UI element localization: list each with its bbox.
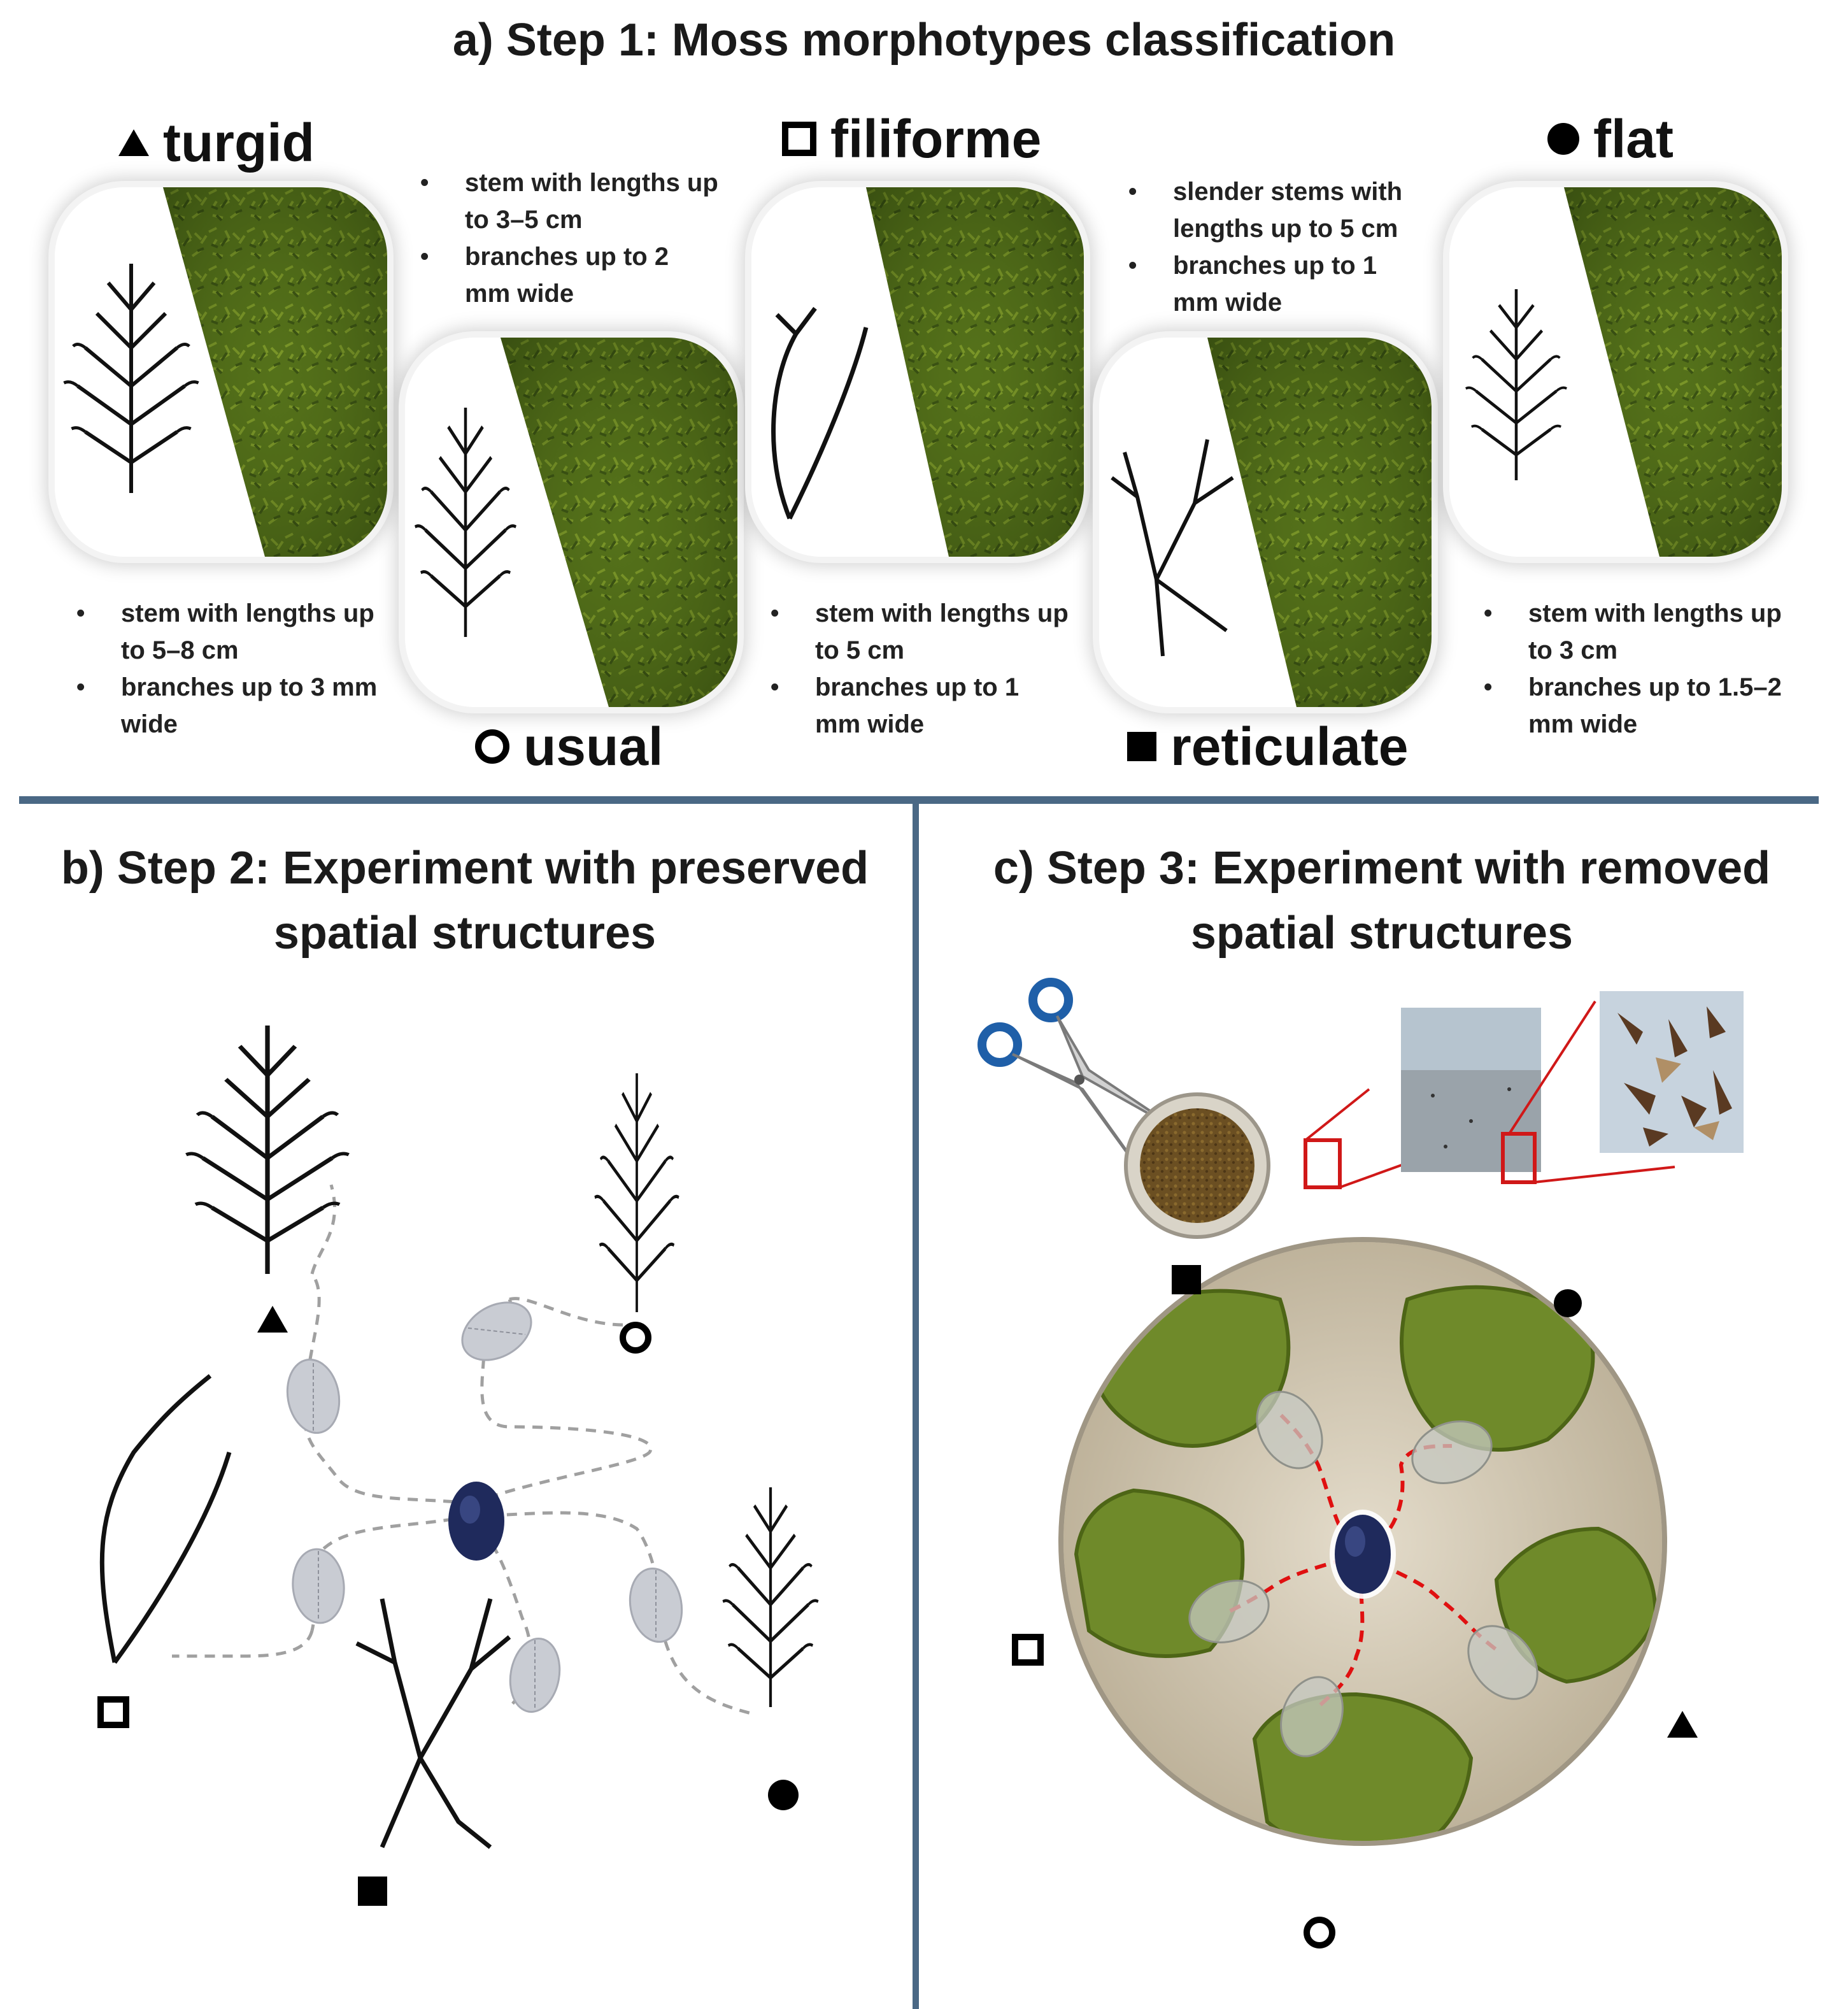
desc-line: stem with lengths up to 3 cm <box>1484 595 1783 669</box>
desc-line: branches up to 2 mm wide <box>420 238 720 312</box>
open-square-icon <box>97 1696 129 1728</box>
filled-circle-icon <box>768 1780 799 1810</box>
photo-card-turgid <box>55 187 387 557</box>
filled-square-icon <box>1172 1265 1201 1294</box>
label-turgid: turgid <box>118 116 315 169</box>
desc-filiforme: stem with lengths up to 5 cm branches up… <box>771 595 1070 743</box>
desc-usual: stem with lengths up to 3–5 cm branches … <box>420 164 720 312</box>
desc-flat: stem with lengths up to 3 cm branches up… <box>1484 595 1783 743</box>
petri-dish-icon <box>1124 1092 1342 1239</box>
panel-c-title-line1: c) Step 3: Experiment with removed <box>993 843 1771 894</box>
beetle-icon <box>1330 1510 1396 1599</box>
open-square-icon <box>1012 1634 1044 1666</box>
morphotype-name: filiforme <box>830 109 1042 169</box>
photo-card-filiforme <box>751 187 1084 557</box>
moss-sketch-usual <box>595 1073 679 1312</box>
beetle-icon <box>448 1482 504 1561</box>
panel-c-title-line2: spatial structures <box>1190 908 1574 959</box>
open-square-icon <box>782 122 816 156</box>
panel-b-title-line2: spatial structures <box>273 908 657 959</box>
filled-triangle-icon <box>1667 1711 1698 1738</box>
morphotype-name: turgid <box>163 113 315 173</box>
panel-c-diagram <box>977 978 1744 1948</box>
open-circle-icon <box>475 729 509 764</box>
label-usual: usual <box>475 720 663 773</box>
desc-line: branches up to 3 mm wide <box>76 669 382 743</box>
panel-b-diagram <box>97 994 904 1906</box>
moss-sketch-filiforme <box>99 1374 232 1664</box>
panel-b-title: b) Step 2: Experiment with preserved spa… <box>19 836 911 966</box>
filled-circle-icon <box>1554 1289 1582 1317</box>
panel-a-title: a) Step 1: Moss morphotypes classificati… <box>452 15 1396 66</box>
desc-line: stem with lengths up to 5–8 cm <box>76 595 382 669</box>
desc-line: branches up to 1 mm wide <box>1128 247 1428 321</box>
moss-sketch-turgid <box>186 1026 348 1274</box>
moss-patches <box>1074 1285 1658 1841</box>
filled-triangle-icon <box>257 1306 288 1333</box>
desc-line: stem with lengths up to 5 cm <box>771 595 1070 669</box>
filled-square-icon <box>1127 732 1156 761</box>
filled-triangle-icon <box>118 129 149 156</box>
label-filiforme: filiforme <box>782 112 1041 166</box>
desc-line: branches up to 1 mm wide <box>771 669 1070 743</box>
morphotype-name: reticulate <box>1170 717 1409 776</box>
photo-card-reticulate <box>1099 338 1432 707</box>
zoom-inset-1 <box>1401 1008 1541 1184</box>
photo-card-flat <box>1449 187 1782 557</box>
beetle-ghost-group <box>286 1301 683 1713</box>
zoom-inset-2 <box>1600 991 1744 1153</box>
label-flat: flat <box>1547 112 1674 166</box>
photo-card-usual <box>405 338 737 707</box>
panel-b-title-line1: b) Step 2: Experiment with preserved <box>60 843 869 894</box>
vertical-divider <box>913 801 919 2009</box>
moss-sketch-flat <box>723 1487 818 1707</box>
desc-turgid: stem with lengths up to 5–8 cm branches … <box>76 595 382 743</box>
large-petri-dish <box>1058 1237 1667 1846</box>
filled-square-icon <box>358 1877 387 1906</box>
desc-reticulate: slender stems with lengths up to 5 cm br… <box>1128 173 1428 321</box>
filled-circle-icon <box>1547 123 1579 155</box>
horizontal-divider <box>19 796 1819 804</box>
label-reticulate: reticulate <box>1127 720 1409 773</box>
morphotype-name: flat <box>1593 109 1674 169</box>
panel-c-title: c) Step 3: Experiment with removed spati… <box>930 836 1834 966</box>
open-circle-icon <box>1304 1917 1335 1948</box>
morphotype-name: usual <box>523 717 664 776</box>
moss-sketch-reticulate <box>355 1598 511 1849</box>
desc-line: branches up to 1.5–2 mm wide <box>1484 669 1783 743</box>
desc-line: slender stems with lengths up to 5 cm <box>1128 173 1428 247</box>
desc-line: stem with lengths up to 3–5 cm <box>420 164 720 238</box>
open-circle-icon <box>620 1322 651 1354</box>
